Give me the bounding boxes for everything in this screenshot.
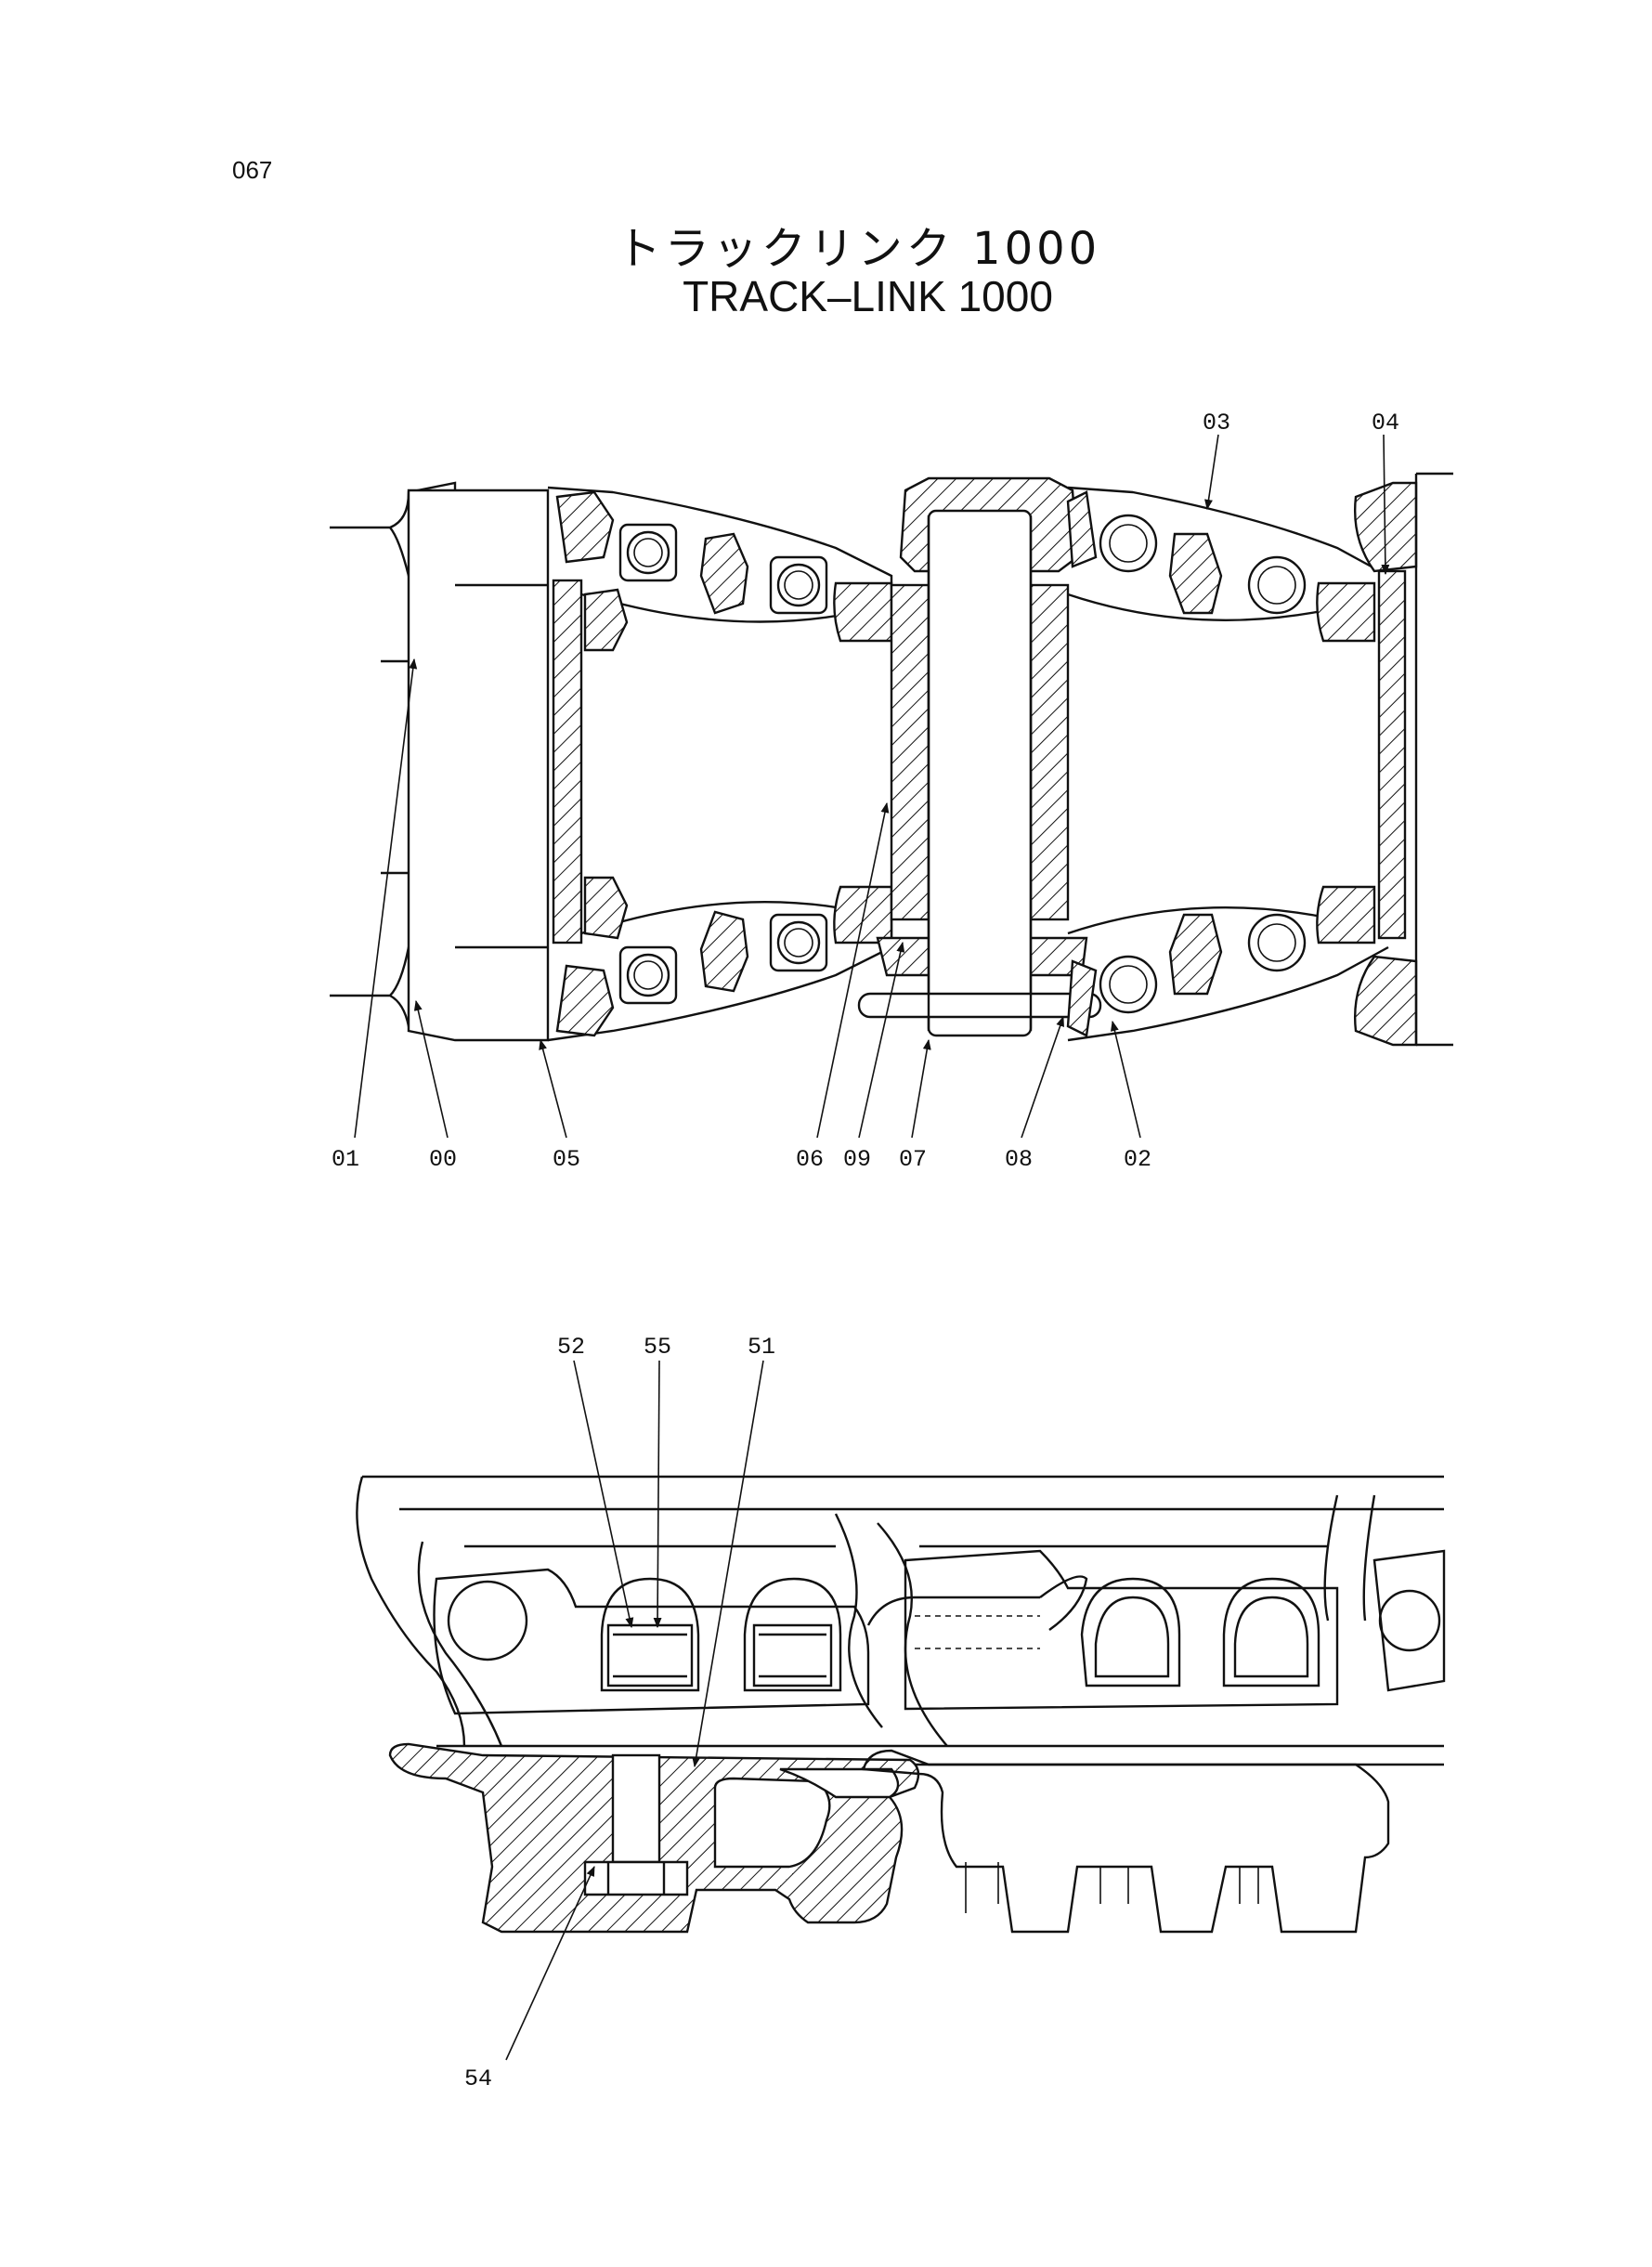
callout-09: 09 bbox=[843, 1146, 871, 1173]
title-english: TRACK–LINK 1000 bbox=[683, 272, 1053, 320]
left-bushing bbox=[552, 579, 583, 945]
callout-03: 03 bbox=[1203, 410, 1230, 436]
callout-08: 08 bbox=[1005, 1146, 1033, 1173]
callout-55: 55 bbox=[644, 1334, 671, 1361]
callout-54: 54 bbox=[464, 2065, 492, 2092]
upper-leader-lines bbox=[354, 434, 1390, 1139]
callout-00: 00 bbox=[429, 1146, 457, 1173]
callout-07: 07 bbox=[899, 1146, 927, 1173]
callout-05: 05 bbox=[553, 1146, 580, 1173]
right-link-pair bbox=[1066, 472, 1453, 1047]
left-link-pair bbox=[547, 486, 893, 1042]
callout-52: 52 bbox=[557, 1334, 585, 1361]
upper-assembly: 01 00 05 06 09 07 08 02 03 04 bbox=[330, 410, 1453, 1173]
title-japanese: トラックリンク 1000 bbox=[616, 223, 1101, 275]
left-end-fitting bbox=[330, 481, 550, 1042]
callout-01: 01 bbox=[332, 1146, 359, 1173]
central-pin-assembly bbox=[857, 476, 1102, 1037]
page-number: 067 bbox=[232, 156, 273, 184]
callout-06: 06 bbox=[796, 1146, 824, 1173]
lower-assembly: 52 55 51 54 bbox=[356, 1334, 1446, 2092]
callout-51: 51 bbox=[748, 1334, 775, 1361]
callout-02: 02 bbox=[1124, 1146, 1151, 1173]
lower-leader-lines bbox=[505, 1360, 764, 2061]
callout-04: 04 bbox=[1372, 410, 1399, 436]
